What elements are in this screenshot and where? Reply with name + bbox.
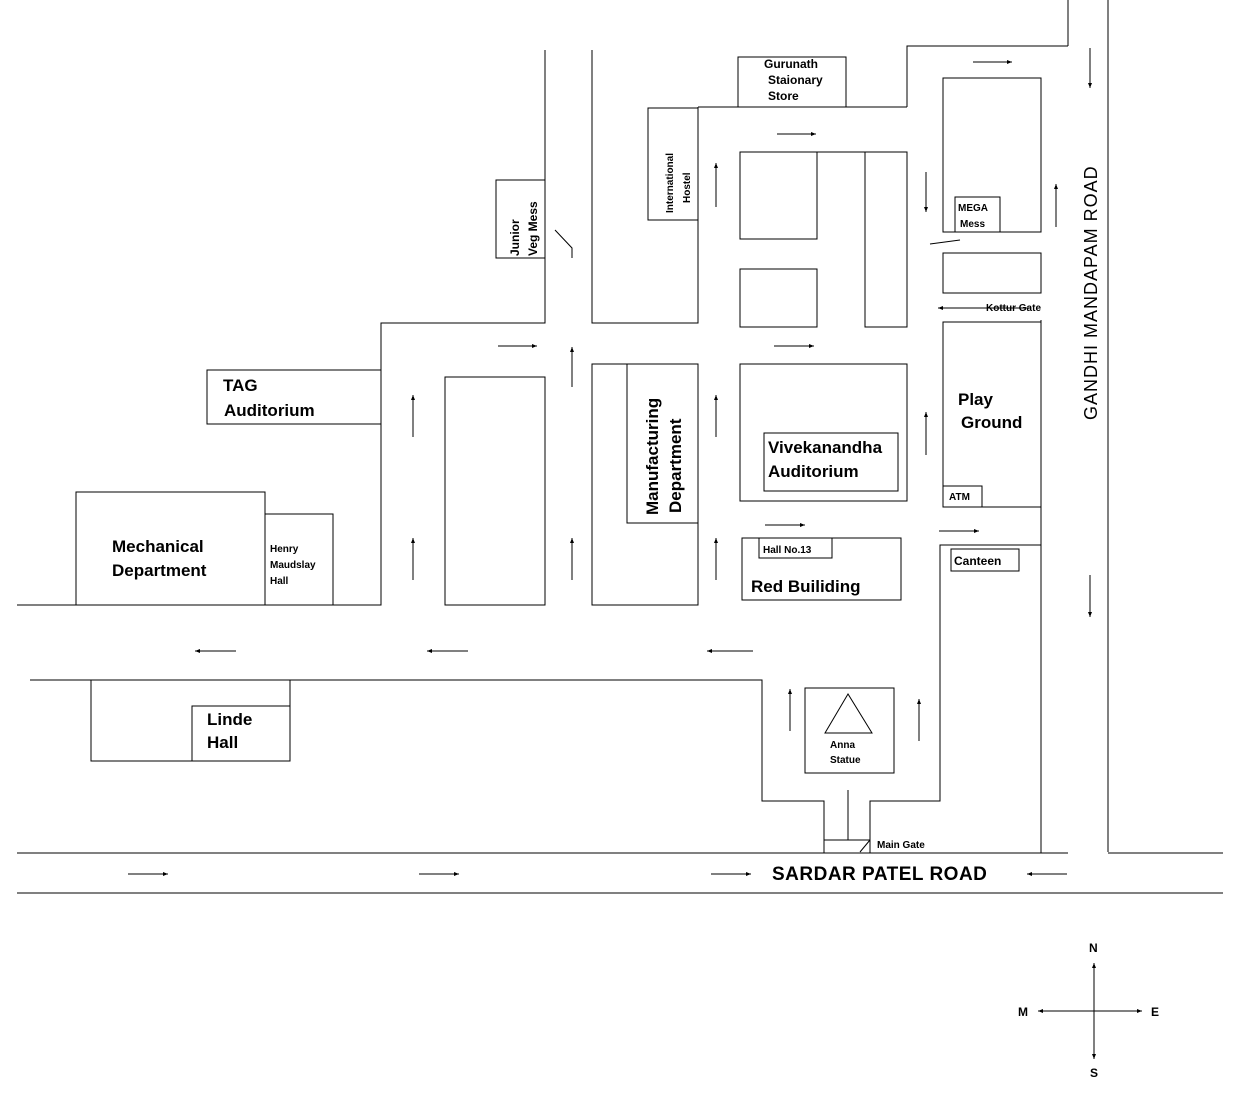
red-building-label: Red Builiding [751, 577, 861, 596]
mechanical-label-2: Department [112, 561, 207, 580]
atm-label: ATM [949, 492, 970, 503]
henry-maudslay-label-2: Maudslay [270, 560, 316, 571]
play-ground-label-2: Ground [961, 413, 1022, 432]
block-d [942, 252, 1042, 294]
manufacturing-label-1: Manufacturing [643, 398, 662, 515]
traffic-arrows [128, 48, 1092, 876]
canteen-box [950, 548, 1020, 572]
linde-hall-label-2: Hall [207, 733, 238, 752]
buildings [75, 56, 1042, 774]
hall-13-box [758, 537, 833, 559]
henry-maudslay-label-1: Henry [270, 544, 299, 555]
anna-statue-label-2: Statue [830, 755, 861, 766]
linde-hall-label-1: Linde [207, 710, 252, 729]
manufacturing-box [626, 363, 699, 524]
international-hostel-box [647, 107, 699, 221]
block-c [739, 268, 818, 328]
mega-mess-box [954, 196, 1001, 233]
tag-auditorium-box [206, 369, 382, 425]
block-b [864, 151, 908, 328]
gurunath-label-2: Staionary [768, 73, 823, 87]
international-hostel-label-2: Hostel [682, 172, 693, 203]
gandhi-mandapam-road-label: GANDHI MANDAPAM ROAD [1081, 165, 1101, 420]
manufacturing-label-2: Department [666, 418, 685, 513]
anna-statue-box [804, 687, 895, 774]
labels: Gurunath Staionary Store International H… [112, 57, 1101, 885]
block-a [739, 151, 818, 240]
tag-auditorium-label-1: TAG [223, 376, 258, 395]
junior-veg-mess-label-1: Junior [508, 219, 522, 256]
henry-maudslay-label-3: Hall [270, 576, 289, 587]
play-ground-box [942, 321, 1042, 508]
play-ground-label-1: Play [958, 390, 994, 409]
compass-south: S [1090, 1066, 1098, 1080]
mega-mess-label-1: MEGA [958, 203, 988, 214]
tag-auditorium-label-2: Auditorium [224, 401, 315, 420]
block-e [444, 376, 546, 606]
vivekanandha-label-1: Vivekanandha [768, 438, 883, 457]
compass-east: E [1151, 1005, 1159, 1019]
mega-mess-label-2: Mess [960, 219, 985, 230]
atm-box [942, 485, 983, 508]
vivekanandha-label-2: Auditorium [768, 462, 859, 481]
sardar-patel-road-label: SARDAR PATEL ROAD [772, 864, 987, 885]
anna-statue-label-1: Anna [830, 740, 855, 751]
junior-veg-mess-box [495, 179, 546, 259]
hall-13-label: Hall No.13 [763, 545, 812, 556]
main-gate-label: Main Gate [877, 840, 925, 851]
linde-hall-box [191, 705, 291, 762]
mechanical-label-1: Mechanical [112, 537, 204, 556]
anna-statue-triangle [824, 693, 873, 734]
international-hostel-label-1: International [665, 153, 676, 213]
compass-west: M [1018, 1005, 1028, 1019]
junior-veg-mess-label-2: Veg Mess [526, 201, 540, 256]
compass-north: N [1089, 941, 1098, 955]
canteen-label: Canteen [954, 554, 1001, 568]
compass: N S E M [1018, 941, 1159, 1080]
gurunath-label-1: Gurunath [764, 57, 818, 71]
mechanical-box [75, 491, 266, 606]
henry-maudslay-box [264, 513, 334, 606]
gurunath-store-box [737, 56, 847, 108]
gurunath-label-3: Store [768, 89, 799, 103]
kottur-gate-label: Kottur Gate [986, 303, 1041, 314]
vivekanandha-box [763, 432, 899, 492]
